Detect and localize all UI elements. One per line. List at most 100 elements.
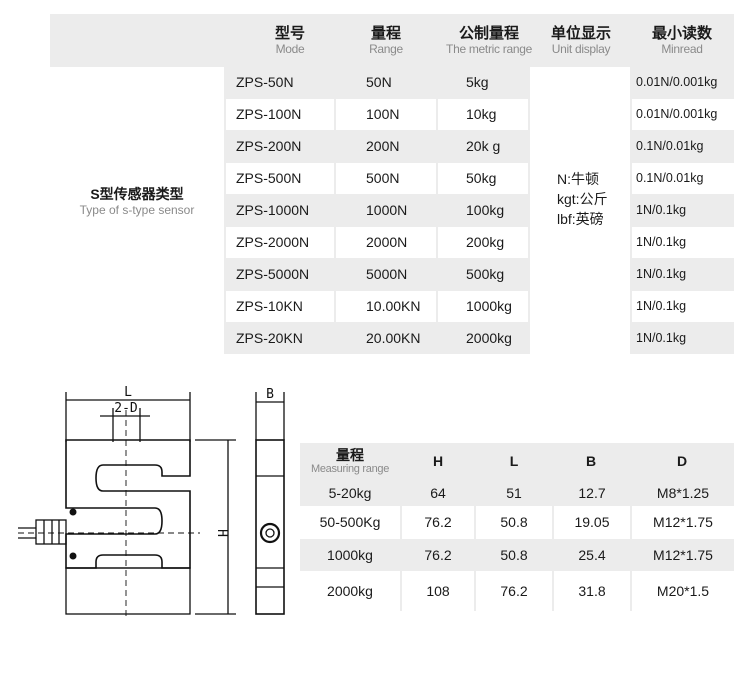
- header-metric-zh: 公制量程: [458, 25, 519, 42]
- header-range-zh: 量程: [370, 25, 401, 42]
- header-minread: 最小读数 Minread: [630, 14, 734, 66]
- dims-cell-D: M8*1.25: [656, 485, 710, 501]
- mount-dot-top: [69, 508, 77, 516]
- spec-cell-metric: 200kg: [466, 234, 505, 250]
- dims-cell-bg: [476, 506, 552, 539]
- label-B: B: [266, 387, 274, 402]
- dims-cell-H: 76.2: [424, 547, 452, 563]
- spec-cell-minread: 0.1N/0.01kg: [636, 171, 704, 185]
- dims-cell-D: M12*1.75: [653, 514, 713, 530]
- dims-cell-bg: [402, 571, 474, 611]
- spec-cell-bg: [632, 291, 734, 322]
- dims-cell-H: 76.2: [424, 514, 452, 530]
- spec-cell-bg: [336, 291, 436, 322]
- dims-cell-bg: [554, 506, 630, 539]
- spec-cell-metric: 2000kg: [466, 330, 512, 346]
- dims-header-H: H: [432, 453, 444, 469]
- spec-cell-range: 500N: [366, 170, 400, 186]
- dims-header-L: L: [509, 453, 519, 469]
- header-model-en: Mode: [275, 42, 305, 56]
- side-view-hole: [259, 522, 281, 544]
- unit-lbf: lbf:英磅: [557, 211, 604, 227]
- dims-cell-range: 2000kg: [327, 583, 373, 599]
- spec-row: ZPS-500N 500N 50kg 0.1N/0.01kg: [226, 163, 734, 194]
- dims-cell-bg: [632, 506, 734, 539]
- label-2D: 2-D: [114, 401, 138, 416]
- dims-cell-L: 50.8: [500, 514, 528, 530]
- header-range-en: Range: [369, 42, 403, 56]
- dims-cell-L: 50.8: [500, 547, 528, 563]
- category-subtitle: Type of s-type sensor: [79, 203, 195, 217]
- dims-cell-D: M20*1.5: [656, 583, 710, 599]
- spec-cell-bg: [226, 227, 334, 258]
- header-model-zh: 型号: [274, 25, 305, 42]
- dims-header-range-zh: 量程: [336, 447, 364, 463]
- spec-cell-model: ZPS-500N: [236, 170, 302, 186]
- spec-cell-metric: 20k g: [466, 138, 501, 154]
- spec-cell-minread: 0.01N/0.001kg: [636, 107, 718, 121]
- dims-cell-bg: [476, 571, 552, 611]
- spec-cell-range: 20.00KN: [366, 330, 421, 346]
- header-unit-display: 单位显示 Unit display: [532, 14, 630, 66]
- dims-cell-B: 19.05: [574, 514, 610, 530]
- spec-cell-metric: 50kg: [466, 170, 497, 186]
- dims-cell-B: 12.7: [578, 485, 606, 501]
- dims-cell-L: 76.2: [500, 583, 528, 599]
- spec-cell-minread: 1N/0.1kg: [636, 267, 687, 281]
- dims-cell-bg: [554, 571, 630, 611]
- spec-cell-model: ZPS-20KN: [236, 330, 303, 346]
- category-title: S型传感器类型: [90, 186, 184, 202]
- spec-cell-model: ZPS-10KN: [236, 298, 303, 314]
- dims-header-B: B: [585, 453, 597, 469]
- spec-cell-minread: 1N/0.1kg: [636, 203, 687, 217]
- header-model: 型号 Mode: [226, 14, 354, 66]
- spec-cell-bg: [438, 227, 528, 258]
- spec-cell-minread: 0.1N/0.01kg: [636, 139, 704, 153]
- label-L: L: [124, 385, 132, 400]
- dims-cell-bg: [632, 571, 734, 611]
- header-metric-en: The metric range: [446, 42, 532, 56]
- spec-cell-minread: 1N/0.1kg: [636, 235, 687, 249]
- header-minread-en: Minread: [661, 42, 703, 56]
- spec-cell-model: ZPS-1000N: [236, 202, 310, 218]
- sensor-spec-table: 型号 Mode 量程 Range 公制量程 The metric range 单…: [50, 14, 734, 354]
- spec-cell-range: 100N: [366, 106, 400, 122]
- spec-cell-model: ZPS-200N: [236, 138, 302, 154]
- dims-header-range: 量程 Measuring range: [300, 447, 400, 475]
- spec-cell-minread: 1N/0.1kg: [636, 299, 687, 313]
- unit-newton: N:牛顿: [557, 171, 599, 187]
- dims-cell-bg: [300, 506, 400, 539]
- spec-cell-metric: 100kg: [466, 202, 505, 218]
- s-type-sensor-drawing: L 2-D H B: [18, 385, 285, 620]
- label-H: H: [214, 529, 229, 537]
- mount-dot-bottom: [69, 552, 77, 560]
- spec-cell-bg: [226, 99, 334, 130]
- dims-cell-D: M12*1.75: [653, 547, 713, 563]
- spec-row: ZPS-1000N 1000N 100kg 1N/0.1kg: [226, 195, 734, 226]
- side-view-body: [255, 439, 285, 615]
- spec-cell-bg: [632, 227, 734, 258]
- spec-cell-metric: 1000kg: [466, 298, 512, 314]
- spec-cell-metric: 10kg: [466, 106, 497, 122]
- spec-cell-bg: [336, 163, 436, 194]
- header-metric-range: 公制量程 The metric range: [436, 14, 542, 66]
- spec-cell-bg: [336, 99, 436, 130]
- spec-cell-range: 1000N: [366, 202, 408, 218]
- dims-cell-bg: [300, 571, 400, 611]
- dims-cell-H: 108: [426, 583, 450, 599]
- spec-cell-bg: [438, 291, 528, 322]
- header-minread-zh: 最小读数: [651, 25, 712, 42]
- s-shape-bottom-arm: [65, 567, 191, 615]
- header-range: 量程 Range: [336, 14, 436, 66]
- spec-cell-model: ZPS-50N: [236, 74, 294, 90]
- category-cell: S型传感器类型 Type of s-type sensor: [50, 67, 224, 354]
- spec-cell-model: ZPS-100N: [236, 106, 302, 122]
- dims-cell-B: 31.8: [578, 583, 606, 599]
